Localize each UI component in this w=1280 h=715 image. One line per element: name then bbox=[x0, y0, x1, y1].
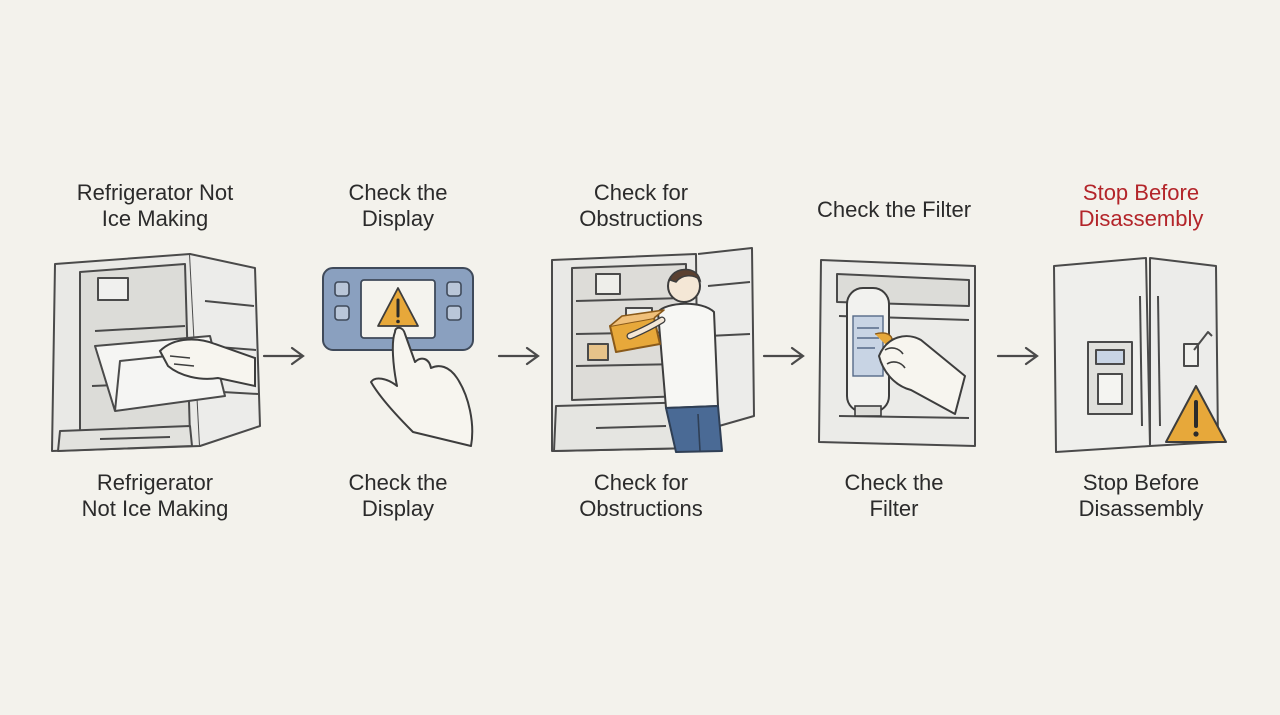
water-filter-icon bbox=[779, 246, 1009, 456]
arrow-right-icon bbox=[996, 345, 1042, 367]
warning-display-icon bbox=[283, 246, 513, 456]
arrow-right-icon bbox=[497, 345, 543, 367]
arrow-right-icon bbox=[262, 345, 308, 367]
step-5-title-top: Stop Before Disassembly bbox=[1078, 180, 1204, 231]
person-at-fridge-icon bbox=[526, 246, 756, 456]
open-freezer-drawer-icon bbox=[40, 246, 270, 456]
step-4-title-top: Check the Filter bbox=[816, 197, 972, 222]
warning-triangle-icon bbox=[1026, 246, 1256, 456]
arrow-right-icon bbox=[762, 345, 808, 367]
step-4-title-bottom: Check the Filter bbox=[844, 470, 944, 521]
step-2-title-bottom: Check the Display bbox=[348, 470, 448, 521]
step-2-title-top: Check the Display bbox=[348, 180, 448, 231]
step-3-title-bottom: Check for Obstructions bbox=[579, 470, 703, 521]
step-5-title-bottom: Stop Before Disassembly bbox=[1078, 470, 1204, 521]
step-1-title-top: Refrigerator Not Ice Making bbox=[76, 180, 234, 231]
step-3-title-top: Check for Obstructions bbox=[579, 180, 703, 231]
step-1-title-bottom: Refrigerator Not Ice Making bbox=[81, 470, 229, 521]
